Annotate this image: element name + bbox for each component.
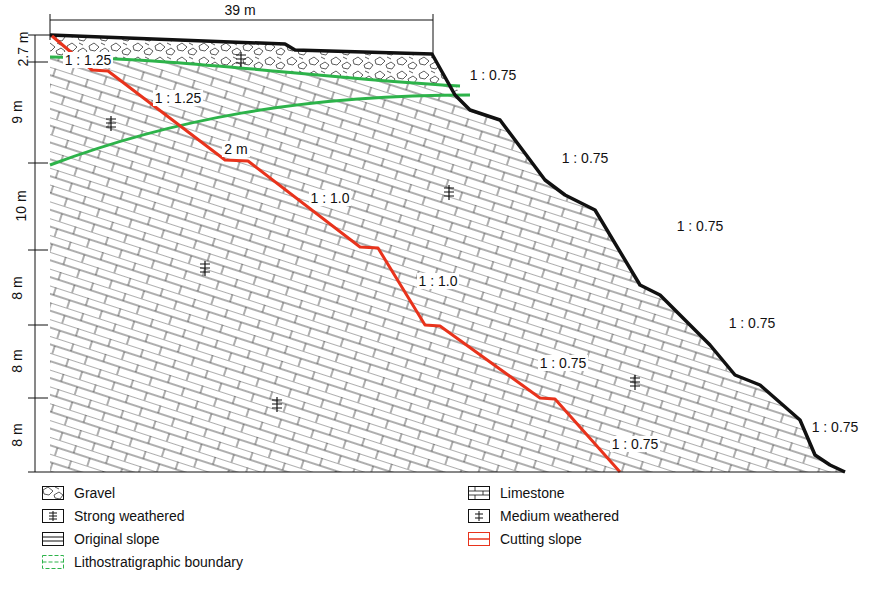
legend-text: Strong weathered bbox=[74, 508, 185, 524]
dimension-label: 8 m bbox=[9, 421, 25, 448]
legend-text: Gravel bbox=[74, 485, 115, 501]
legend-swatch bbox=[42, 555, 64, 569]
slope-ratio: 1 : 0.75 bbox=[810, 419, 861, 435]
legend-swatch bbox=[42, 532, 64, 546]
legend-swatch bbox=[468, 509, 490, 523]
dimension-label: 10 m bbox=[13, 188, 29, 223]
slope-ratio: 1 : 1.25 bbox=[63, 52, 114, 68]
slope-ratio: 1 : 0.75 bbox=[538, 355, 589, 371]
legend-row: Cutting slope bbox=[468, 531, 582, 547]
legend-row: Limestone bbox=[468, 485, 565, 501]
slope-ratio: 1 : 0.75 bbox=[610, 436, 661, 452]
dimension-label: 8 m bbox=[9, 347, 25, 374]
legend-text: Original slope bbox=[74, 531, 160, 547]
legend-text: Cutting slope bbox=[500, 531, 582, 547]
legend-row: Lithostratigraphic boundary bbox=[42, 554, 243, 570]
legend-row: Gravel bbox=[42, 485, 115, 501]
slope-ratio: 1 : 1.0 bbox=[417, 273, 460, 289]
dimension-label: 2 m bbox=[222, 141, 249, 157]
slope-ratio: 1 : 0.75 bbox=[560, 150, 611, 166]
legend-swatch bbox=[468, 532, 490, 546]
dimension-label: 8 m bbox=[9, 274, 25, 301]
slope-ratio: 1 : 0.75 bbox=[727, 315, 778, 331]
dimension-label: 39 m bbox=[222, 2, 257, 18]
legend-swatch bbox=[42, 509, 64, 523]
legend-row: Medium weathered bbox=[468, 508, 619, 524]
legend-row: Strong weathered bbox=[42, 508, 185, 524]
legend-row: Original slope bbox=[42, 531, 160, 547]
legend-swatch bbox=[42, 486, 64, 500]
dimension-label: 9 m bbox=[9, 98, 25, 125]
legend-text: Medium weathered bbox=[500, 508, 619, 524]
legend-text: Lithostratigraphic boundary bbox=[74, 554, 243, 570]
legend-text: Limestone bbox=[500, 485, 565, 501]
slope-ratio: 1 : 0.75 bbox=[675, 218, 726, 234]
slope-ratio: 1 : 0.75 bbox=[468, 67, 519, 83]
slope-ratio: 1 : 1.0 bbox=[309, 190, 352, 206]
legend-swatch bbox=[468, 486, 490, 500]
dimension-label: 2.7 m bbox=[15, 29, 31, 68]
slope-ratio: 1 : 1.25 bbox=[153, 90, 204, 106]
